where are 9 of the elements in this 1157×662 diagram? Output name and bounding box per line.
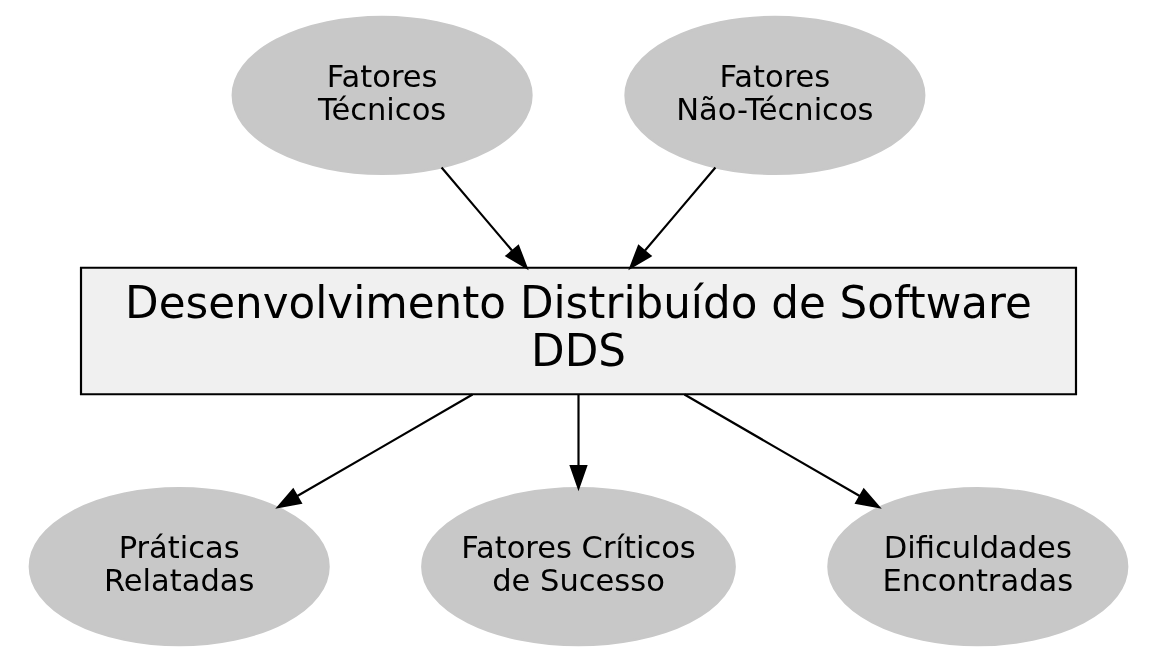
node-box: Desenvolvimento Distribuído de Software DDS — [79, 266, 1078, 396]
arrow — [683, 393, 882, 509]
node-ellipse: Fatores Técnicos — [231, 15, 533, 175]
arrow — [628, 166, 717, 271]
node-ellipse: Fatores Críticos de Sucesso — [421, 487, 736, 647]
node-ellipse: Fatores Não-Técnicos — [624, 15, 926, 175]
arrow — [569, 394, 588, 492]
arrow — [275, 393, 474, 509]
arrow — [440, 166, 529, 271]
